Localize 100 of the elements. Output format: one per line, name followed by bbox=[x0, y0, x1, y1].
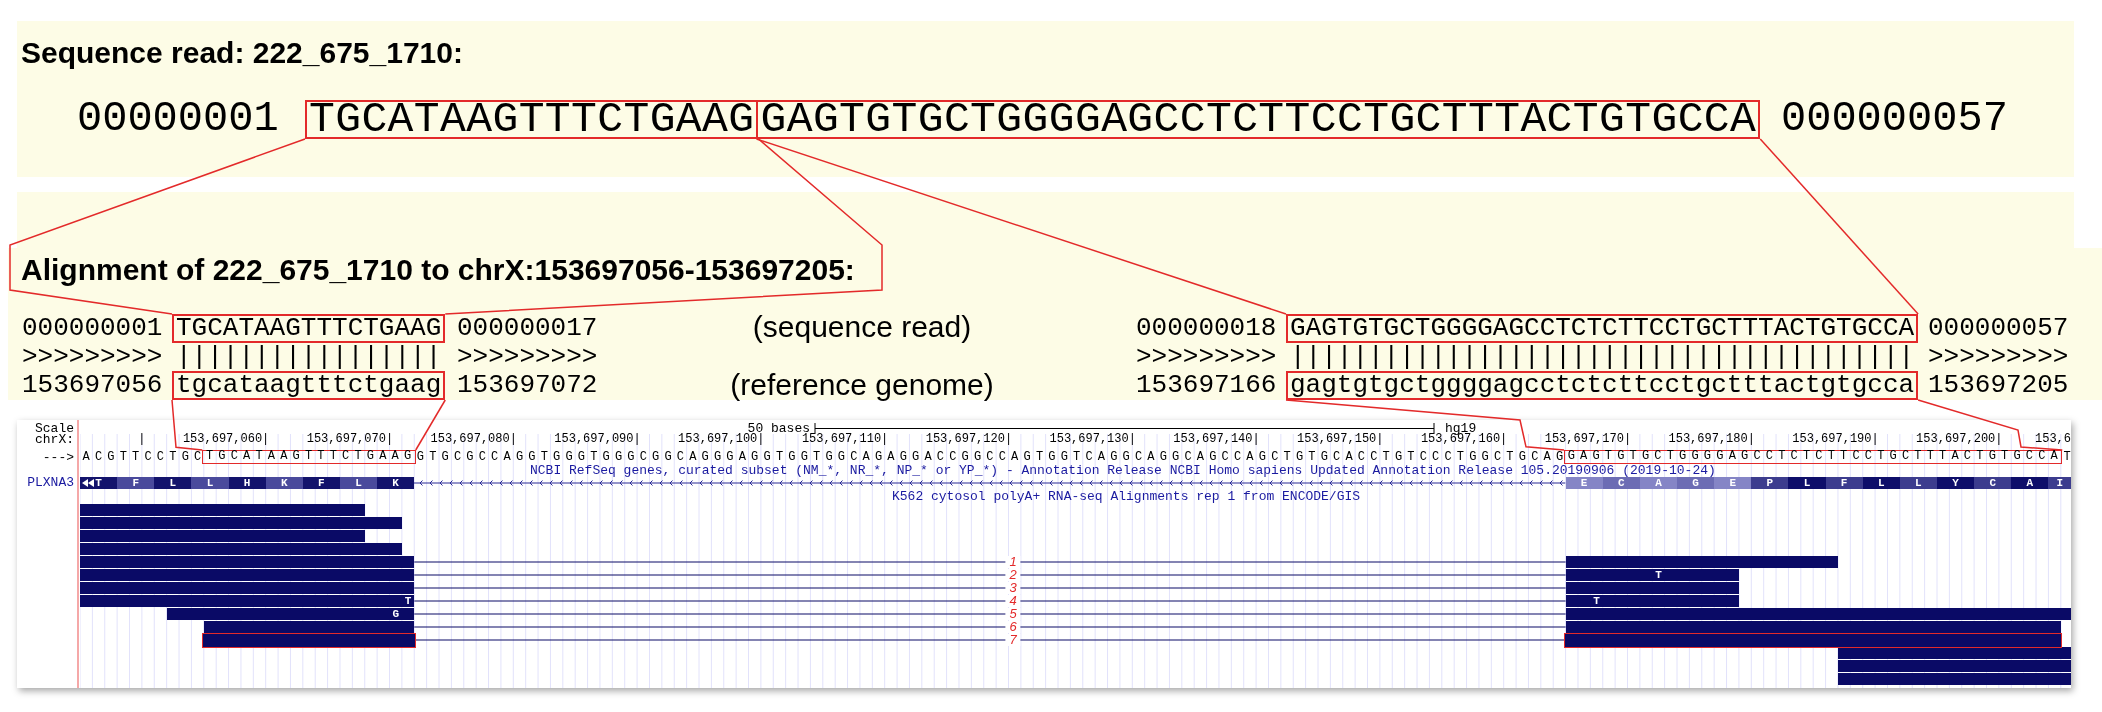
amino-acid-block: A bbox=[1639, 477, 1677, 489]
position-number: 000000057 bbox=[1928, 316, 2069, 341]
position-number: 000000018 bbox=[1136, 316, 1277, 341]
leader-line bbox=[755, 138, 1287, 315]
highlighted-sequence: gagtgtgctggggagcctctcttcctgctttactgtgcca bbox=[1286, 371, 1919, 400]
read-number: 4 bbox=[1005, 595, 1021, 607]
ruler-position-label: 153,697,200| bbox=[1916, 434, 2003, 445]
amino-acid-block: E bbox=[1714, 477, 1752, 489]
section-heading: Sequence read: 222_675_1710: bbox=[21, 36, 463, 70]
strand-direction-marks: >>>>>>>>> bbox=[457, 345, 598, 370]
read-bar bbox=[80, 582, 415, 594]
scale-label: 50 bases bbox=[747, 423, 810, 434]
read-bar bbox=[1565, 582, 1739, 594]
amino-acid-block: F bbox=[1825, 477, 1863, 489]
row-caption: (sequence read) bbox=[752, 310, 972, 344]
leader-line bbox=[1917, 399, 2064, 451]
amino-acid-block: L bbox=[154, 477, 192, 489]
position-number: 153697072 bbox=[457, 373, 598, 398]
read-bar: T bbox=[1565, 569, 1739, 581]
read-number: 5 bbox=[1005, 608, 1021, 620]
match-marks: |||||||||||||||||||||||||||||||||||||||| bbox=[1290, 345, 1915, 370]
leader-line bbox=[171, 399, 204, 451]
amino-acid-block: E bbox=[1565, 477, 1603, 489]
amino-acid-block: L bbox=[1862, 477, 1900, 489]
amino-acid-block: C bbox=[1602, 477, 1640, 489]
amino-acid-block: K bbox=[377, 477, 415, 489]
alignment-gap-line bbox=[413, 613, 1567, 615]
strand-direction-marks: >>>>>>>>> bbox=[1928, 345, 2069, 370]
amino-acid-block: F bbox=[117, 477, 155, 489]
read-bar: T bbox=[1565, 595, 1739, 607]
amino-acid-block: A bbox=[2011, 477, 2049, 489]
read-bar bbox=[203, 621, 415, 633]
position-number: 000000057 bbox=[1781, 100, 2008, 139]
ruler-position-label: 153,6 bbox=[2035, 434, 2071, 445]
highlighted-sequence: GAGTGTGCTGGGGAGCCTCTCTTCCTGCTTTACTGTGCCA bbox=[1286, 314, 1919, 343]
match-marks: ||||||||||||||||| bbox=[176, 345, 442, 370]
read-number: 2 bbox=[1005, 569, 1021, 581]
alignment-gap-line bbox=[413, 626, 1567, 628]
amino-acid-block: C bbox=[1974, 477, 2012, 489]
ruler-position-label: 153,697,180| bbox=[1668, 434, 1755, 445]
section-heading: Alignment of 222_675_1710 to chrX:153697056-153697205: bbox=[21, 253, 855, 287]
amino-acid-block: K bbox=[265, 477, 303, 489]
amino-acid-block: G bbox=[1677, 477, 1715, 489]
strand-direction-marks: >>>>>>>>> bbox=[1136, 345, 1277, 370]
position-number: 153697056 bbox=[22, 373, 163, 398]
ruler-position-label: 153,697,160| bbox=[1420, 434, 1508, 445]
track-label: Scale bbox=[35, 423, 74, 434]
highlighted-sequence: TGCATAAGTTTCTGAAG bbox=[172, 314, 446, 343]
track-title: K562 cytosol polyA+ RNA-seq Alignments rep 1 from ENCODE/GIS bbox=[892, 491, 1361, 502]
read-number: 7 bbox=[1005, 634, 1021, 646]
position-number: 153697205 bbox=[1928, 373, 2069, 398]
leader-line bbox=[444, 138, 883, 315]
amino-acid-block: I bbox=[2048, 477, 2071, 489]
ruler-position-label: 153,697,070| bbox=[306, 434, 394, 445]
leader-line bbox=[1759, 138, 1919, 315]
read-number: 6 bbox=[1005, 621, 1021, 633]
amino-acid-block: H bbox=[228, 477, 266, 489]
position-number: 153697166 bbox=[1136, 373, 1277, 398]
highlighted-sequence: TGCATAAGTTTCTGAAG bbox=[305, 100, 759, 139]
amino-acid-block: L bbox=[339, 477, 378, 489]
track-label: ---> bbox=[42, 451, 74, 463]
position-number: 00000001 bbox=[77, 100, 279, 139]
leader-line bbox=[415, 399, 446, 451]
amino-acid-block: L bbox=[1788, 477, 1826, 489]
leader-line bbox=[9, 138, 306, 315]
ruler-position-label: 153,697,080| bbox=[430, 434, 517, 445]
alignment-gap-line bbox=[413, 600, 1567, 602]
read-number: 1 bbox=[1005, 556, 1021, 568]
ruler-position-label: 153,697,150| bbox=[1297, 434, 1384, 445]
read-bar bbox=[80, 556, 415, 568]
ruler-position-label: 153,697,120| bbox=[925, 434, 1013, 445]
amino-acid-block: T bbox=[80, 477, 118, 489]
ruler-position-label: 153,697,140| bbox=[1173, 434, 1260, 445]
read-bar bbox=[1565, 556, 1838, 568]
read-bar bbox=[80, 569, 415, 581]
leader-line bbox=[1285, 399, 1565, 451]
dna-sequence: ACGTTCCTGC bbox=[81, 451, 204, 463]
amino-acid-block: P bbox=[1751, 477, 1789, 489]
read-number: 3 bbox=[1005, 582, 1021, 594]
gene-name: PLXNA3 bbox=[27, 477, 74, 488]
strand-direction-marks: >>>>>>>>> bbox=[22, 345, 163, 370]
ruler-position-label: 153,697,090| bbox=[554, 434, 641, 445]
alignment-gap-line bbox=[413, 574, 1567, 576]
track-label: chrX: bbox=[35, 434, 74, 445]
highlighted-sequence: tgcataagtttctgaag bbox=[172, 371, 446, 400]
alignment-gap-line bbox=[413, 561, 1567, 563]
amino-acid-block: L bbox=[1899, 477, 1937, 489]
ruler-position-label: 153,697,190| bbox=[1792, 434, 1879, 445]
highlighted-sequence: GAGTGTGCTGGGGAGCCTCTTCCTGCTTTACTGTGCCA bbox=[756, 100, 1761, 139]
read-bar bbox=[1565, 621, 2061, 633]
read-bar bbox=[1565, 608, 2071, 620]
highlighted-sequence: GAGTGTGCTGGGGAGCCTCTCTTCCTGCTTTACTGTGCCA bbox=[1564, 450, 2063, 464]
alignment-gap-line bbox=[415, 639, 1565, 641]
highlighted-sequence: TGCATAAGTTTCTGAAG bbox=[202, 450, 416, 464]
assembly-label: hg19 bbox=[1445, 423, 1477, 434]
ruler-position-label: 153,697,130| bbox=[1049, 434, 1136, 445]
ruler-tick-label: | bbox=[138, 434, 146, 445]
alignment-gap-line bbox=[413, 587, 1567, 589]
read-bar: G bbox=[166, 608, 415, 620]
row-caption: (reference genome) bbox=[730, 368, 994, 402]
